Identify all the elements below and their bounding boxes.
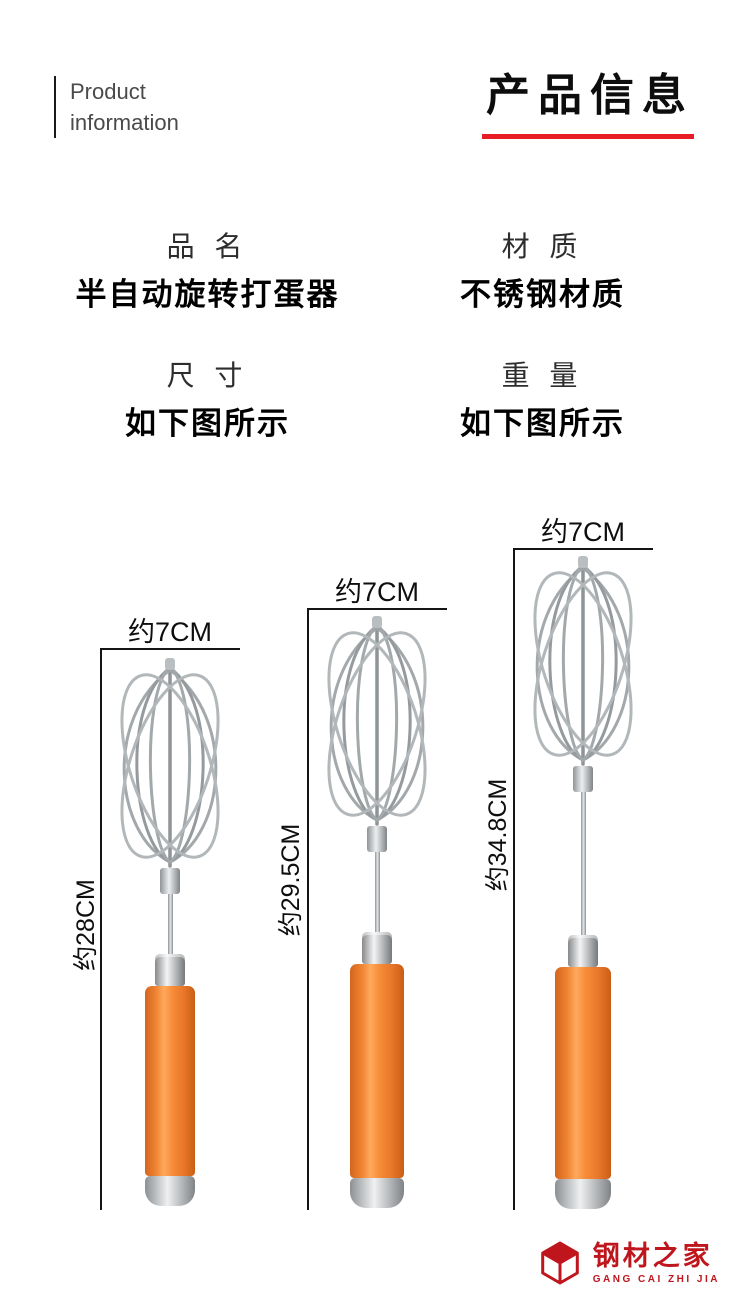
page-title: 产品信息 — [486, 71, 694, 120]
eyebrow-line-2: information — [70, 110, 179, 135]
height-dimension-line — [307, 608, 309, 1210]
whisk-collar — [367, 826, 387, 852]
width-dimension-line — [513, 548, 653, 550]
brand-text-block: 钢材之家 GANG CAI ZHI JIA — [593, 1241, 720, 1285]
width-dimension-label: 约7CM — [127, 617, 212, 647]
whisk-head-icon — [307, 614, 447, 829]
spec-value: 不锈钢材质 — [460, 277, 625, 312]
whisk-rod — [374, 852, 380, 932]
brand-latin-name: GANG CAI ZHI JIA — [592, 1274, 720, 1285]
spec-value: 半自动旋转打蛋器 — [75, 277, 340, 312]
height-dimension-label: 约28CM — [72, 879, 100, 971]
spec-value: 如下图所示 — [125, 406, 290, 441]
whisk-endcap — [145, 1176, 195, 1206]
whisk-product-small — [100, 656, 240, 1206]
whisk-collar — [160, 868, 180, 894]
spec-material: 材 质 不锈钢材质 — [375, 230, 710, 313]
width-dimension-line — [100, 648, 240, 650]
whisk-handle — [145, 986, 195, 1176]
whisk-head-icon — [513, 554, 653, 769]
spec-label: 品 名 — [166, 231, 249, 262]
brand-cube-icon — [540, 1241, 579, 1285]
brand-logo: 钢材之家 GANG CAI ZHI JIA — [537, 1240, 720, 1286]
title-accent-underline — [482, 134, 694, 139]
whisk-rod — [580, 792, 586, 935]
spec-label: 材 质 — [501, 231, 584, 262]
whisk-product-medium — [307, 614, 447, 1208]
height-dimension-line — [513, 548, 515, 1210]
whisk-endcap — [555, 1179, 611, 1209]
whisk-rod — [167, 894, 173, 954]
width-dimension-label: 约7CM — [334, 577, 419, 607]
whisk-head-icon — [100, 656, 240, 871]
spec-product-name: 品 名 半自动旋转打蛋器 — [40, 230, 375, 313]
whisk-handle — [350, 964, 404, 1178]
eyebrow-line-1: Product — [70, 79, 146, 104]
whisk-ferrule — [155, 954, 185, 986]
spec-label: 尺 寸 — [166, 360, 249, 391]
whisk-ferrule — [362, 932, 392, 964]
width-dimension-line — [307, 608, 447, 610]
spec-label: 重 量 — [501, 360, 584, 391]
spec-value: 如下图所示 — [460, 406, 625, 441]
header-title-block: 产品信息 — [482, 70, 694, 139]
whisk-handle — [555, 967, 611, 1179]
height-dimension-label: 约29.5CM — [277, 823, 305, 937]
whisk-endcap — [350, 1178, 404, 1208]
whisk-product-large — [513, 554, 653, 1209]
height-dimension-label: 约34.8CM — [484, 778, 512, 892]
spec-weight: 重 量 如下图所示 — [375, 359, 710, 442]
whisk-ferrule — [568, 935, 598, 967]
header-eyebrow: Product information — [54, 76, 179, 138]
height-dimension-line — [100, 648, 102, 1210]
width-dimension-label: 约7CM — [540, 517, 625, 547]
spec-size: 尺 寸 如下图所示 — [40, 359, 375, 442]
whisk-collar — [573, 766, 593, 792]
brand-name: 钢材之家 — [592, 1241, 713, 1271]
spec-grid: 品 名 半自动旋转打蛋器 材 质 不锈钢材质 尺 寸 如下图所示 重 量 如下图… — [40, 230, 710, 442]
